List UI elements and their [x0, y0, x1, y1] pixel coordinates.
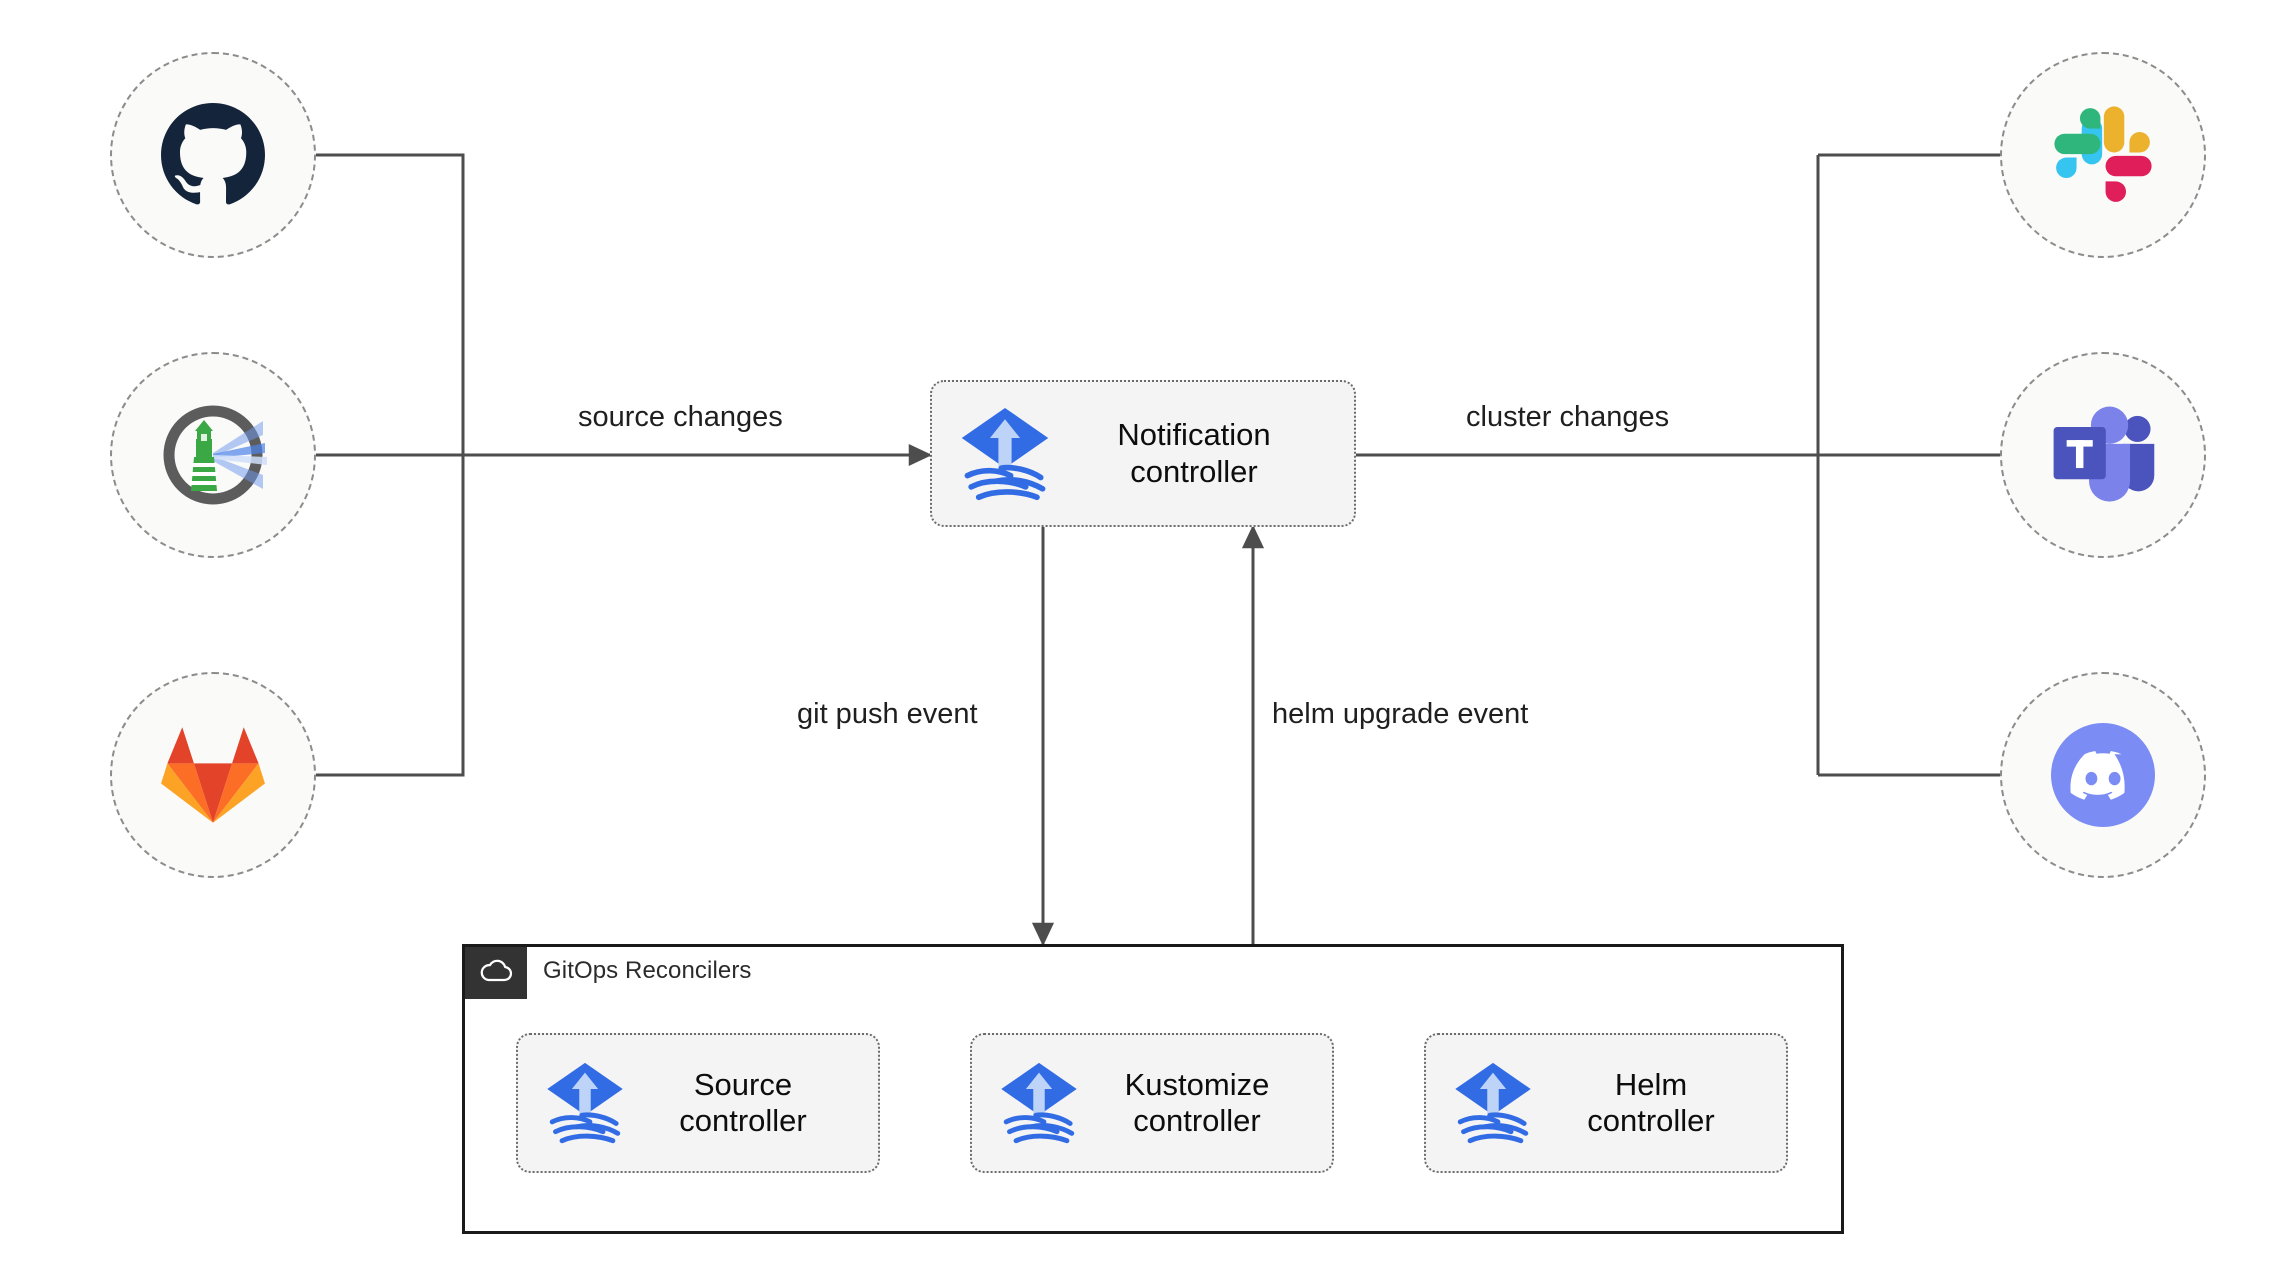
target-node-discord[interactable]: [2000, 672, 2206, 878]
group-title: GitOps Reconcilers: [543, 957, 752, 984]
notification-controller-box[interactable]: Notification controller: [930, 380, 1356, 527]
target-node-slack[interactable]: [2000, 52, 2206, 258]
helm-controller-box[interactable]: Helm controller: [1424, 1033, 1788, 1173]
edge-label-git-push-event: git push event: [797, 698, 978, 730]
flux-logo-icon: [998, 1059, 1080, 1147]
source-controller-label: Source controller: [679, 1066, 807, 1138]
target-node-teams[interactable]: [2000, 352, 2206, 558]
kustomize-controller-box[interactable]: Kustomize controller: [970, 1033, 1334, 1173]
flux-logo-icon: [958, 404, 1052, 504]
discord-icon: [2049, 721, 2157, 829]
kustomize-controller-label: Kustomize controller: [1124, 1066, 1270, 1138]
flux-logo-icon: [1452, 1059, 1534, 1147]
source-node-flux[interactable]: [110, 352, 316, 558]
source-node-gitlab[interactable]: [110, 672, 316, 878]
flux-lighthouse-icon: [153, 395, 273, 515]
gitlab-icon: [160, 725, 266, 825]
slack-icon: [2051, 103, 2155, 207]
microsoft-teams-icon: [2048, 406, 2158, 504]
source-node-github[interactable]: [110, 52, 316, 258]
github-icon: [161, 103, 265, 207]
source-controller-box[interactable]: Source controller: [516, 1033, 880, 1173]
notification-controller-label: Notification controller: [1117, 417, 1271, 489]
helm-controller-label: Helm controller: [1587, 1066, 1715, 1138]
flux-logo-icon: [544, 1059, 626, 1147]
cloud-icon: [479, 959, 513, 988]
group-tab: [465, 947, 527, 999]
edge-label-cluster-changes: cluster changes: [1466, 401, 1670, 433]
edge-label-source-changes: source changes: [578, 401, 783, 433]
edge-label-helm-upgrade-event: helm upgrade event: [1272, 698, 1529, 730]
